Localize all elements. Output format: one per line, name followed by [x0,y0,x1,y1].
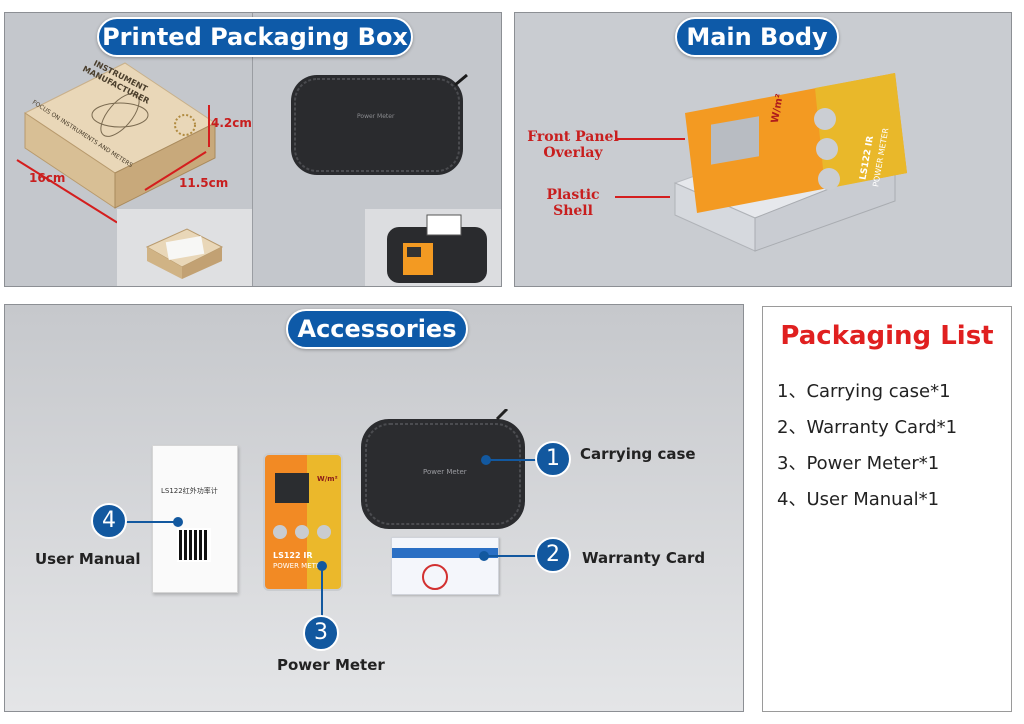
meter-unit-text: W/m² [317,475,338,483]
case-print-text: Power Meter [357,113,395,120]
callout-line-1 [485,459,537,461]
callout-line-3 [321,567,323,617]
packaging-list-item: 2、Warranty Card*1 [777,417,958,438]
callout-dot-3 [317,561,327,571]
meter-button-2 [295,525,309,539]
carrying-case-image [291,73,468,175]
callout-dot-2 [479,551,489,561]
front-panel-pointer [615,138,685,140]
meter-button-1 [273,525,287,539]
dim-height-line [208,105,210,147]
manual-title-text: LS122红外功率计 [161,487,218,495]
accessories-title: Accessories [286,309,468,349]
open-case-inset [365,209,501,286]
callout-dot-4 [173,517,183,527]
packaging-box-panel: INSTRUMENT MANUFACTURER FOCUS ON INSTRUM… [4,12,502,287]
label-carrying-case: Carrying case [580,445,696,463]
packaging-list-panel: Packaging List 1、Carrying case*1 2、Warra… [762,306,1012,712]
packaging-list-item: 4、User Manual*1 [777,489,940,510]
label-warranty-card: Warranty Card [582,549,706,567]
label-user-manual: User Manual [35,550,141,568]
callout-number-3: 3 [303,615,339,651]
label-power-meter: Power Meter [277,656,385,674]
photo-divider [252,13,253,286]
callout-number-1: 1 [535,441,571,477]
accessory-case-print: Power Meter [423,468,467,476]
power-meter-image: W/m² LS122 IR POWER METER [263,453,343,591]
packaging-list-title: Packaging List [780,321,994,351]
packaging-list-items: 1、Carrying case*1 2、Warranty Card*1 3、Po… [777,377,957,521]
warranty-card-band [392,548,498,558]
warranty-card-stamp [422,564,448,590]
user-manual-image: LS122红外功率计 [152,445,238,593]
dim-height-label: 4.2cm [211,116,252,130]
accessory-case-image [361,409,525,529]
callout-number-4: 4 [91,503,127,539]
callout-line-2 [483,555,539,557]
packaging-list-item: 1、Carrying case*1 [777,381,951,402]
packaging-box-title: Printed Packaging Box [97,17,413,57]
main-body-title: Main Body [675,17,839,57]
front-panel-label: Front Panel Overlay [527,129,619,161]
callout-line-4 [123,521,179,523]
meter-name-text: POWER METER [273,562,326,570]
plastic-shell-label: Plastic Shell [546,187,600,219]
accessories-panel: LS122红外功率计 W/m² LS122 IR POWER METER Pow… [4,304,744,712]
manual-qr-code [177,528,211,562]
front-panel-overlay-image [685,73,907,213]
meter-model-text: LS122 IR [273,551,313,560]
opened-box-inset [117,209,252,286]
packaging-list-item: 3、Power Meter*1 [777,453,940,474]
plastic-shell-pointer [615,196,670,198]
meter-screen [275,473,309,503]
dim-length-label: 16cm [29,171,66,185]
dim-width-label: 11.5cm [179,176,229,190]
callout-number-2: 2 [535,537,571,573]
callout-dot-1 [481,455,491,465]
cardboard-box-image [24,62,216,209]
meter-button-3 [317,525,331,539]
warranty-card-image [391,537,499,595]
main-body-panel: W/m² LS122 IR POWER METER Front Panel Ov… [514,12,1012,287]
